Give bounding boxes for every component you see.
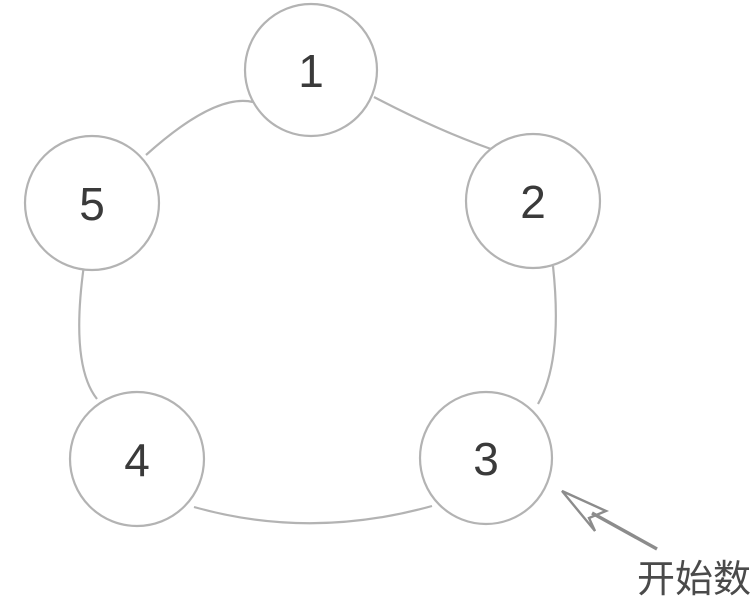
node-5[interactable]: 5 [23,134,161,272]
edge-node5-node1 [145,99,254,156]
edge-node4-node5 [78,264,98,400]
edge-node3-node4 [193,504,433,525]
start-pointer-label: 开始数 [637,557,751,601]
edge-node2-node3 [537,265,557,405]
node-1[interactable]: 1 [243,2,379,138]
node-3[interactable]: 3 [418,390,554,526]
node-2[interactable]: 2 [464,132,602,270]
edge-group [78,96,557,525]
node-1-label: 1 [298,45,324,97]
node-5-circle[interactable] [23,134,161,272]
node-4-circle[interactable] [68,390,206,528]
start-pointer-arrow-head [561,489,610,532]
start-pointer-annotation: 开始数 [561,489,751,601]
node-2-circle[interactable] [464,132,602,270]
node-3-circle[interactable] [418,390,554,526]
node-2-label: 2 [520,176,546,228]
node-4-label: 4 [124,434,150,486]
node-1-circle[interactable] [243,2,379,138]
edge-node1-node2 [373,96,492,151]
node-5-label: 5 [79,178,105,230]
node-4[interactable]: 4 [68,390,206,528]
start-pointer-arrow-shaft [591,511,658,551]
node-3-label: 3 [473,433,499,485]
